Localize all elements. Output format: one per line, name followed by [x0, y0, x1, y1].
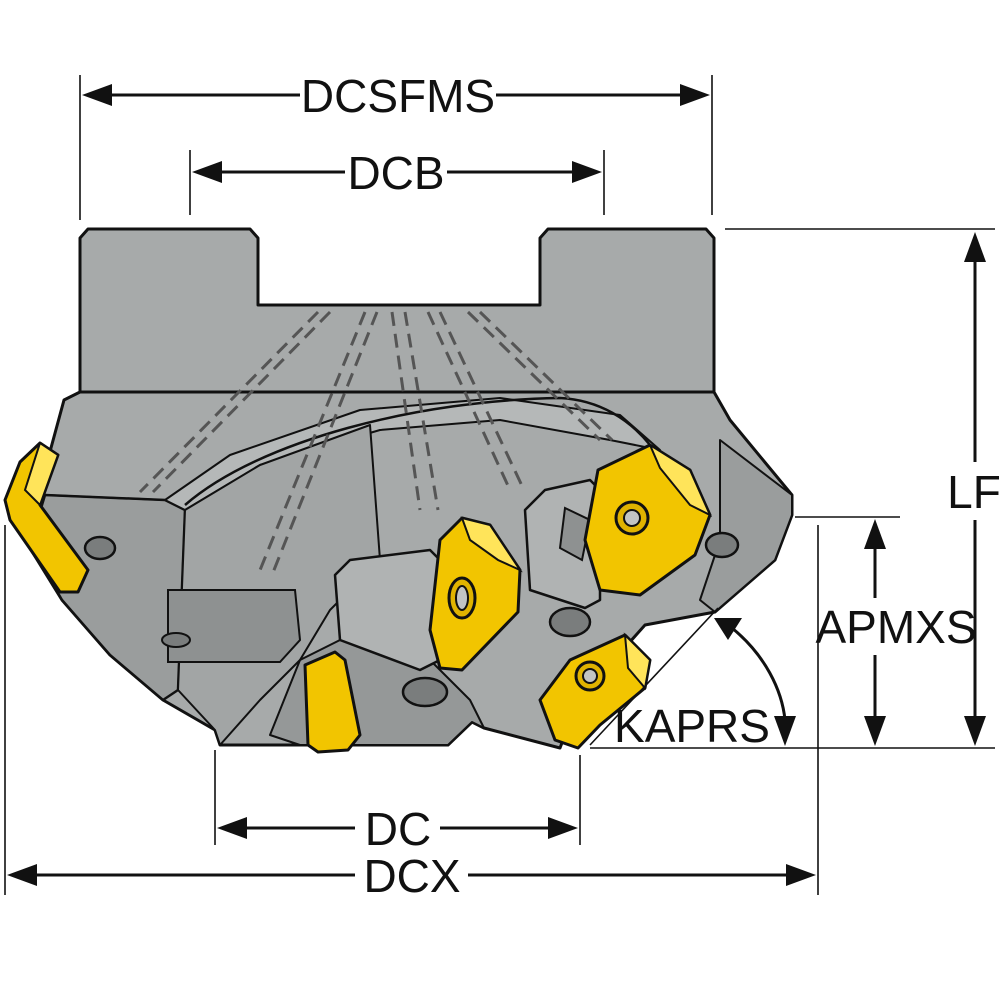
arrowhead — [680, 84, 710, 106]
coolant-channel — [426, 311, 512, 491]
ext-line — [589, 607, 719, 746]
dcsfms-label: DCSFMS — [301, 70, 495, 122]
lf-label: LF — [947, 466, 1000, 518]
hole-center — [548, 606, 592, 638]
hole-small — [161, 632, 191, 648]
arrowhead — [864, 716, 886, 746]
arrowhead — [864, 519, 886, 549]
coolant-channel — [466, 310, 602, 442]
insert-upper-right-facet — [647, 442, 713, 518]
insert-seats — [333, 478, 602, 672]
arrowhead — [964, 232, 986, 262]
pocket-left — [167, 589, 302, 663]
insert-seat — [558, 506, 592, 562]
coolant-channel — [403, 311, 440, 511]
arrowhead — [82, 84, 112, 106]
dcb-label: DCB — [347, 147, 444, 199]
arrowhead — [548, 817, 578, 839]
insert-bottom-left — [303, 650, 362, 754]
arrowhead — [714, 618, 742, 640]
shank-block — [78, 227, 716, 394]
insert-center-facet — [460, 516, 523, 573]
coolant-channel — [138, 310, 320, 494]
kaprs-arc — [731, 626, 787, 721]
arrowhead — [572, 161, 602, 183]
arrowhead — [786, 864, 816, 886]
cutting-inserts — [3, 441, 713, 754]
coolant-channel — [151, 310, 332, 494]
coolant-channel — [390, 311, 422, 511]
insert-lower-right-facet — [623, 632, 652, 691]
screw-icon-inner — [582, 668, 598, 684]
screw-icon-inner — [455, 585, 469, 611]
arrowhead — [217, 817, 247, 839]
kaprs-label: KAPRS — [614, 700, 770, 752]
hole-left — [83, 535, 117, 561]
hole-right — [704, 531, 740, 559]
arrowhead — [7, 864, 37, 886]
dimensions: DCSFMS DCB LF APMXS KAPRS DC — [4, 70, 1000, 902]
screw-icon-inner — [623, 509, 641, 527]
dc-label: DC — [365, 803, 431, 855]
coolant-channel — [438, 311, 526, 491]
coolant-channel — [270, 311, 379, 576]
coolant-channel — [478, 310, 614, 442]
arrowhead — [192, 161, 222, 183]
hole-bottom — [401, 676, 449, 708]
coolant-channel — [256, 311, 367, 576]
dcx-label: DCX — [363, 850, 460, 902]
apmxs-label: APMXS — [815, 601, 976, 653]
arrowhead — [774, 716, 796, 746]
coolant-channels — [138, 310, 614, 576]
body-arc — [184, 396, 651, 506]
insert-left-face — [23, 441, 60, 507]
arrowhead — [964, 716, 986, 746]
